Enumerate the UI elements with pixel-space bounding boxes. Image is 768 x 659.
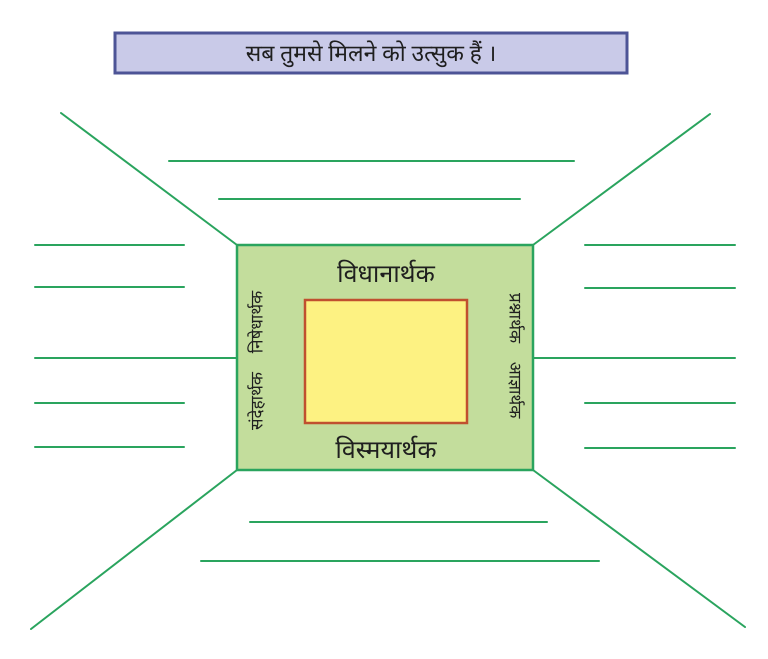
inner-answer-box bbox=[303, 298, 469, 425]
bottom-label: विस्मयार्थक bbox=[335, 435, 437, 464]
right-top-label: प्रश्नार्थक bbox=[506, 293, 526, 344]
left-bottom-label: संदेहार्थक bbox=[247, 371, 267, 430]
diagonal-line-bottom-right bbox=[532, 469, 746, 628]
diagonal-line-top-left bbox=[60, 112, 238, 246]
diagonal-line-bottom-left bbox=[30, 469, 238, 630]
top-label: विधानार्थक bbox=[337, 259, 436, 288]
right-bottom-label: आज्ञार्थक bbox=[506, 362, 526, 420]
diagonal-line-top-right bbox=[532, 113, 711, 246]
left-top-label: निषेधार्थक bbox=[247, 290, 267, 353]
worksheet-title: सब तुमसे मिलने को उत्सुक हैं । bbox=[246, 40, 497, 68]
title-box bbox=[113, 31, 629, 75]
